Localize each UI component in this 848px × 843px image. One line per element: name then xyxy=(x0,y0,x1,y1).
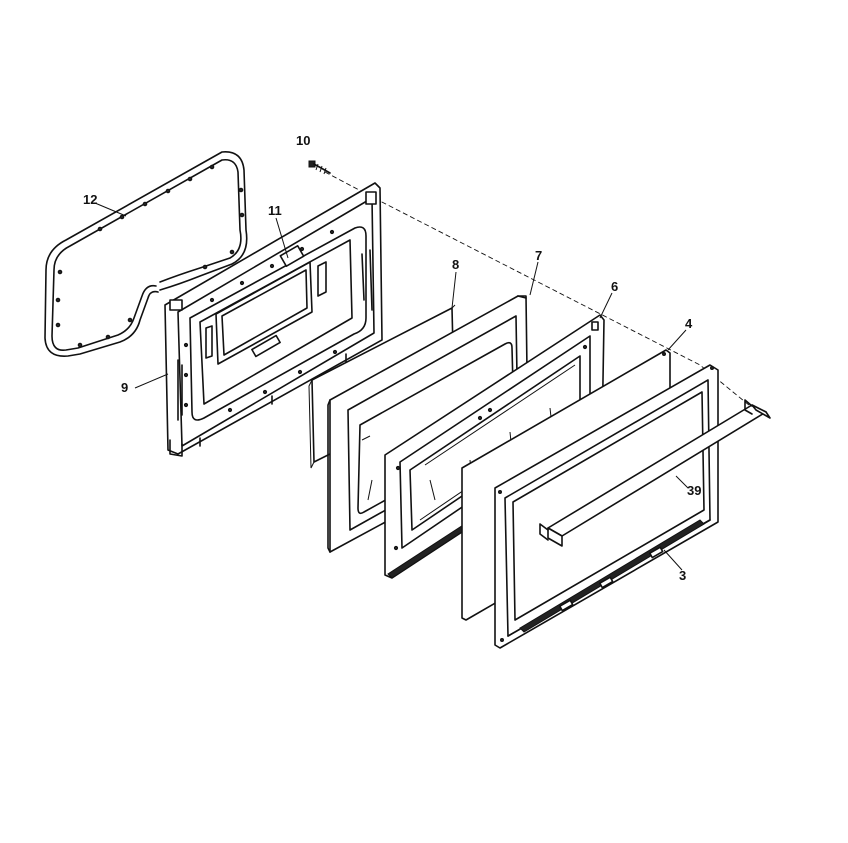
part-inner-panel xyxy=(327,295,529,553)
liner-screws xyxy=(183,229,338,413)
leader-lines xyxy=(94,202,689,571)
gasket-clips xyxy=(55,164,245,348)
part-screw xyxy=(308,160,331,175)
callout-8: 8 xyxy=(452,257,460,272)
callout-11: 11 xyxy=(268,203,282,218)
part-handle xyxy=(539,399,771,547)
callout-4: 4 xyxy=(685,316,693,331)
part-gasket xyxy=(44,151,248,357)
callout-6: 6 xyxy=(611,279,619,294)
callout-12: 12 xyxy=(83,192,98,207)
alignment-line xyxy=(324,171,756,411)
callout-39: 39 xyxy=(687,483,702,498)
callout-10: 10 xyxy=(296,133,311,148)
callout-3: 3 xyxy=(679,568,687,583)
callout-7: 7 xyxy=(535,248,543,263)
callout-9: 9 xyxy=(121,380,129,395)
part-inner-door-liner xyxy=(164,182,383,457)
